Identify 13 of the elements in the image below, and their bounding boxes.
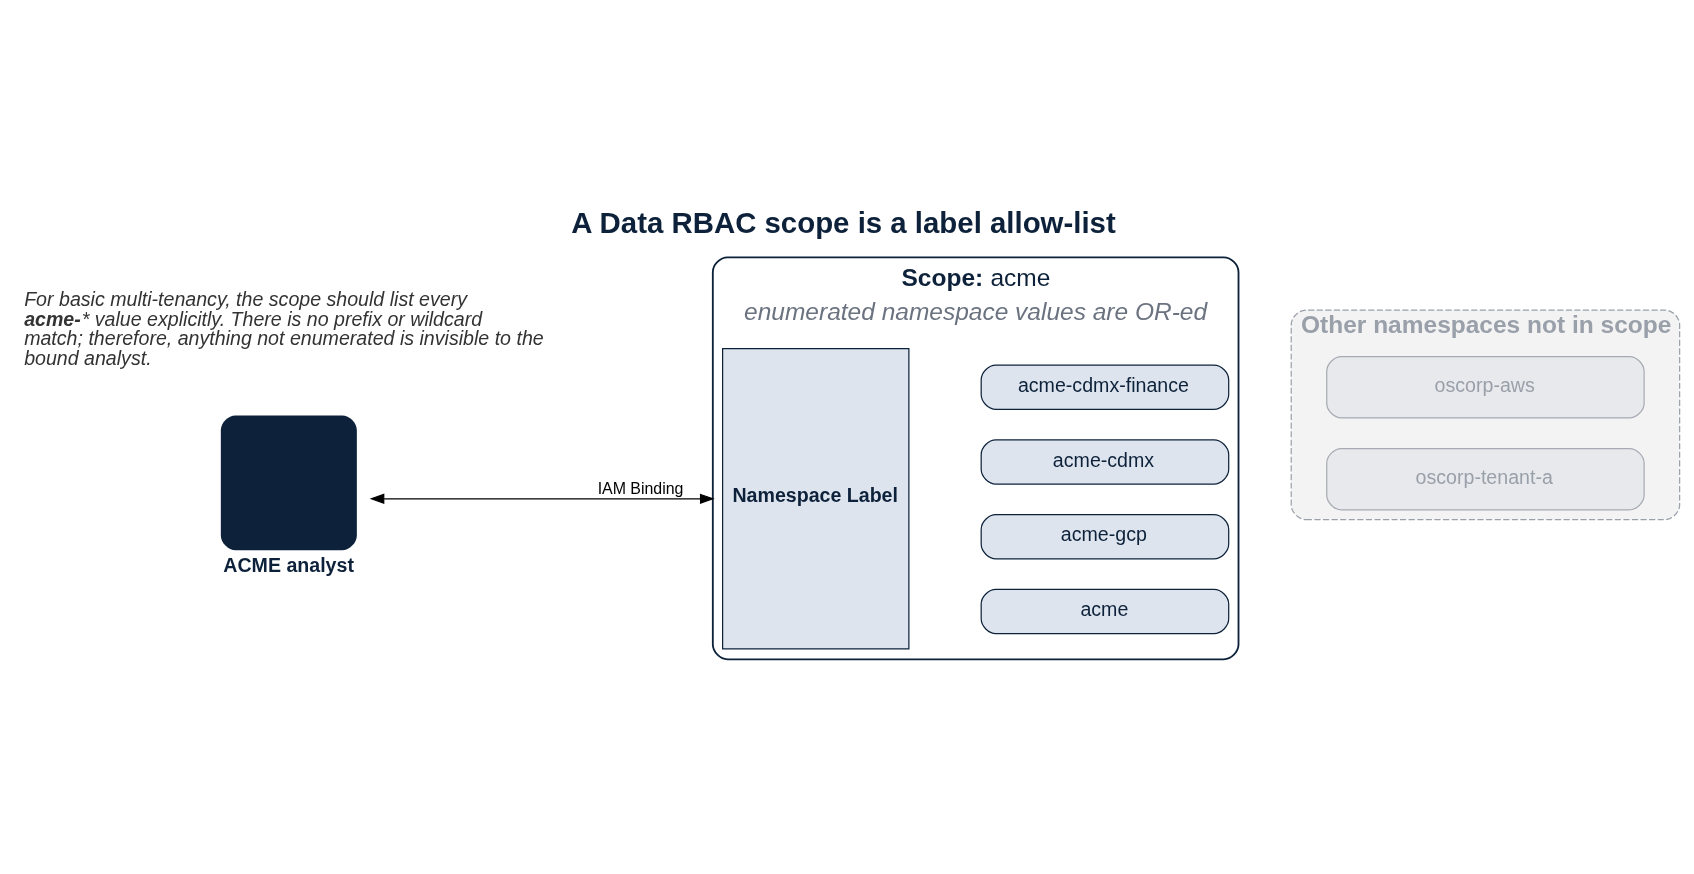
node-box: acme <box>980 588 1230 634</box>
node-box <box>220 414 357 550</box>
diagram-title: A Data RBAC scope is a label allow-list <box>571 205 1116 239</box>
edge-label: IAM Binding <box>597 479 684 497</box>
node-box: Namespace Label <box>722 347 910 649</box>
node-box: oscorp-aws <box>1326 355 1645 418</box>
node-box: acme-cdmx <box>980 438 1230 485</box>
arrow <box>369 493 715 504</box>
node-box: oscorp-tenant-a <box>1326 447 1645 510</box>
node-box: acme-gcp <box>980 513 1230 559</box>
caption: For basic multi-tenancy, the scope should list every acme-* value explicitly. There is no prefix or wildcard match; therefore, anything not enumerated is invisible to the bound analyst. <box>24 287 544 369</box>
node-label: ACME analyst <box>223 553 354 576</box>
node-box: acme-cdmx-finance <box>980 364 1230 410</box>
